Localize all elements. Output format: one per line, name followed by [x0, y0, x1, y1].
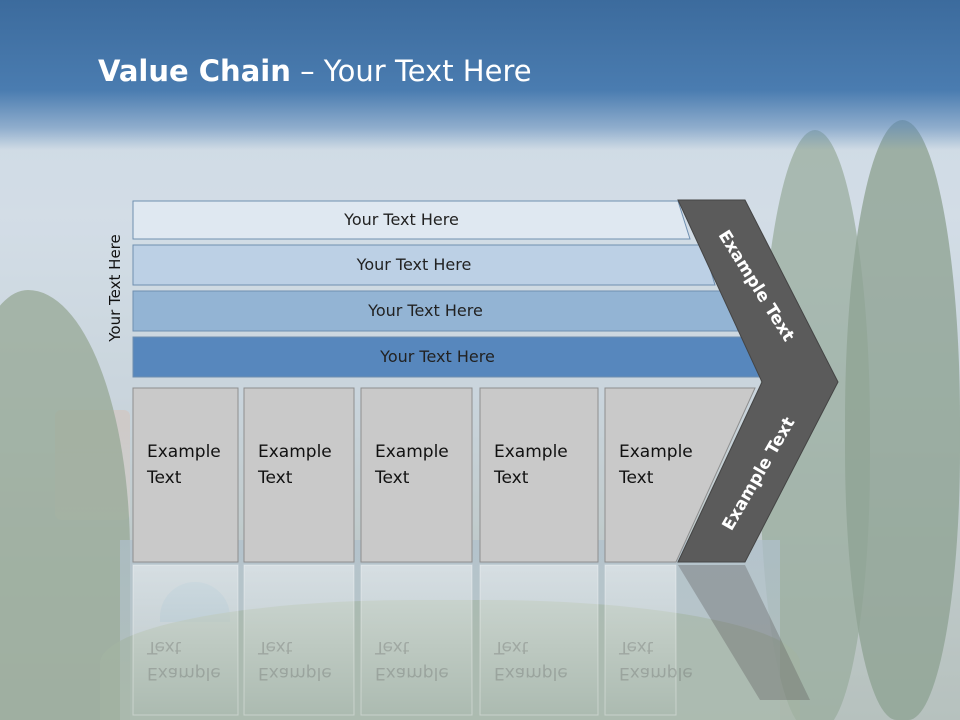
activity-box-text-reflection: Example Text: [147, 634, 221, 686]
reflection-line2: Text: [258, 637, 293, 657]
activity-box-4: [479, 387, 599, 563]
background-cypress-tree: [845, 120, 960, 720]
activity-box-line2: Text: [619, 468, 654, 488]
title-bold: Value Chain: [98, 54, 291, 88]
activity-box-line1: Example: [494, 442, 568, 462]
activity-box-reflection: [479, 564, 599, 716]
stage-bar-2: [132, 244, 716, 286]
reflection-line2: Text: [375, 637, 410, 657]
stage-bar-1: [132, 200, 691, 240]
header-band: [0, 0, 960, 150]
reflection-line2: Text: [494, 637, 529, 657]
title-rest: – Your Text Here: [290, 54, 532, 88]
activity-box-line1: Example: [619, 442, 693, 462]
reflection-line1: Example: [375, 663, 449, 683]
slide-title: Value Chain – Your Text Here: [98, 54, 532, 88]
activity-box-line2: Text: [258, 468, 293, 488]
activity-box-reflection: [360, 564, 473, 716]
activity-box-reflection: [604, 564, 677, 716]
activity-box-line1: Example: [375, 442, 449, 462]
activity-box-2: [243, 387, 355, 563]
activity-box-text-reflection: Example Text: [619, 634, 693, 686]
reflection-line1: Example: [147, 663, 221, 683]
stage-bar-label: Your Text Here: [356, 255, 472, 274]
stage-bar-label: Your Text Here: [344, 210, 459, 229]
activity-box-line2: Text: [375, 468, 410, 488]
activity-box-5: [604, 387, 756, 563]
reflection-line1: Example: [619, 663, 693, 683]
activity-box-text-reflection: Example Text: [258, 634, 332, 686]
reflection-line1: Example: [258, 663, 332, 683]
activity-box-reflection: [243, 564, 355, 716]
activity-box-text-reflection: Example Text: [494, 634, 568, 686]
stage-bar-label: Your Text Here: [380, 347, 495, 366]
chevron-arrow: [677, 199, 839, 563]
activity-box-1: [132, 387, 239, 563]
reflection-line2: Text: [619, 637, 654, 657]
activity-box-line2: Text: [147, 468, 182, 488]
activity-box-text-reflection: Example Text: [375, 634, 449, 686]
chevron-reflection: [678, 565, 810, 700]
activity-box-line1: Example: [147, 442, 221, 462]
reflection-line1: Example: [494, 663, 568, 683]
activity-box-line1: Example: [258, 442, 332, 462]
activity-box-line2: Text: [494, 468, 529, 488]
activity-box-3: [360, 387, 473, 563]
stage-bar-label: Your Text Here: [368, 301, 483, 320]
reflection-line2: Text: [147, 637, 182, 657]
activity-box-reflection: [132, 564, 239, 716]
